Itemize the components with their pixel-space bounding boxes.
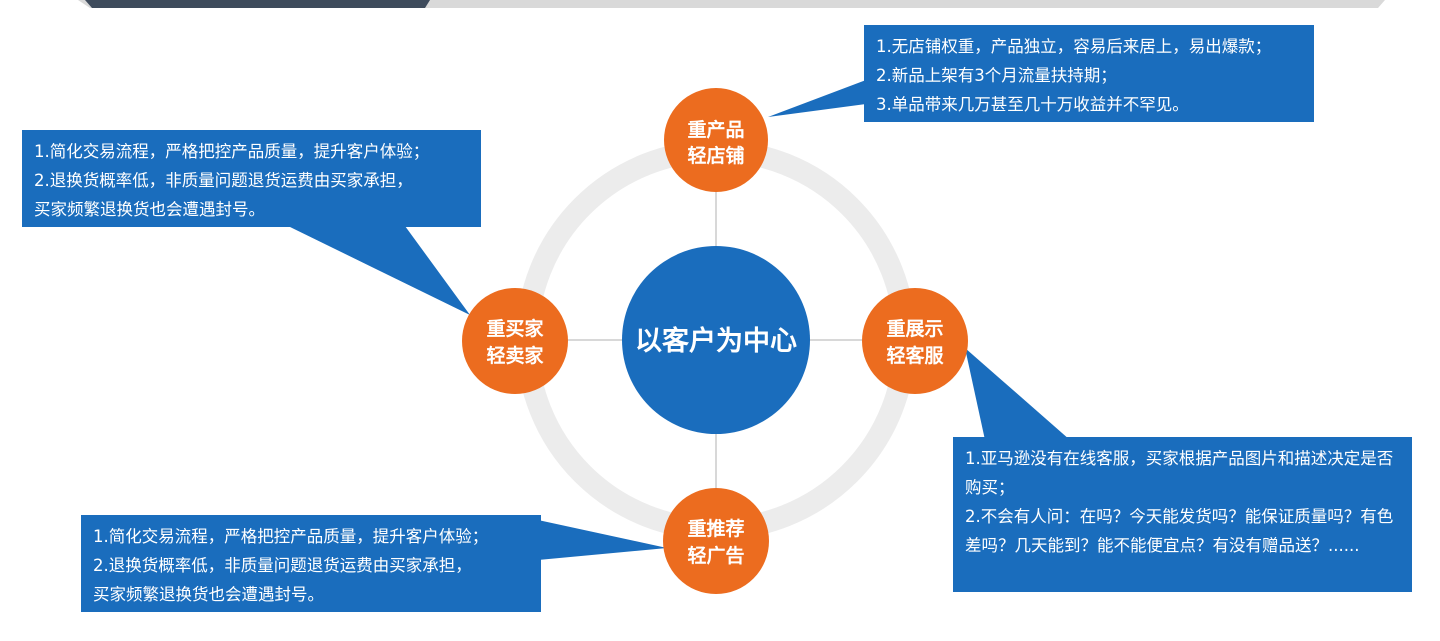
node-bottom	[663, 488, 769, 594]
callout-bottom-right: 1.亚马逊没有在线客服，买家根据产品图片和描述决定是否购买； 2.不会有人问：在…	[953, 437, 1412, 592]
callout-pointer-right	[965, 348, 1070, 440]
center-label: 以客户为中心	[635, 325, 797, 357]
node-left	[462, 288, 568, 394]
node-top-line2: 轻店铺	[687, 144, 744, 167]
callout-top-left-line-1: 1.简化交易流程，严格把控产品质量，提升客户体验；	[34, 142, 430, 161]
node-right-line2: 轻客服	[886, 344, 944, 367]
callout-top-right-line-2: 2.新品上架有3个月流量扶持期；	[876, 66, 1117, 85]
node-top-line1: 重产品	[687, 118, 744, 141]
node-top	[664, 88, 768, 192]
callout-top-left-line-3: 买家频繁退换货也会遭遇封号。	[34, 200, 265, 219]
callout-bottom-left-line-2: 2.退换货概率低，非质量问题退货运费由买家承担，	[93, 556, 472, 575]
callout-top-right-line-3: 3.单品带来几万甚至几十万收益并不罕见。	[876, 95, 1189, 114]
node-right-line1: 重展示	[886, 318, 943, 340]
node-bottom-line2: 轻广告	[687, 544, 744, 567]
callout-pointer-bottom	[538, 520, 667, 560]
callout-bottom-left-line-1: 1.简化交易流程，严格把控产品质量，提升客户体验；	[93, 527, 489, 546]
center-circle	[622, 246, 810, 434]
callout-pointer-left	[288, 226, 470, 315]
node-right	[862, 288, 968, 394]
callout-pointer-top	[768, 80, 866, 117]
callout-bottom-right-line-1: 1.亚马逊没有在线客服，买家根据产品图片和描述决定是否购买；	[965, 449, 1394, 497]
node-left-line2: 轻卖家	[486, 344, 544, 367]
callout-top-left: 1.简化交易流程，严格把控产品质量，提升客户体验； 2.退换货概率低，非质量问题…	[22, 130, 481, 227]
callout-bottom-right-line-2: 2.不会有人问：在吗？今天能发货吗？能保证质量吗？有色差吗？几天能到？能不能便宜…	[965, 507, 1394, 555]
node-bottom-line1: 重推荐	[687, 517, 744, 540]
callout-top-right-line-1: 1.无店铺权重，产品独立，容易后来居上，易出爆款；	[876, 37, 1272, 56]
node-left-line1: 重买家	[486, 317, 544, 340]
top-bar-dark	[85, 0, 430, 8]
callout-top-right: 1.无店铺权重，产品独立，容易后来居上，易出爆款； 2.新品上架有3个月流量扶持…	[864, 25, 1314, 122]
callout-bottom-left-line-3: 买家频繁退换货也会遭遇封号。	[93, 585, 324, 604]
callout-bottom-left: 1.简化交易流程，严格把控产品质量，提升客户体验； 2.退换货概率低，非质量问题…	[81, 515, 541, 612]
callout-top-left-line-2: 2.退换货概率低，非质量问题退货运费由买家承担，	[34, 171, 413, 190]
